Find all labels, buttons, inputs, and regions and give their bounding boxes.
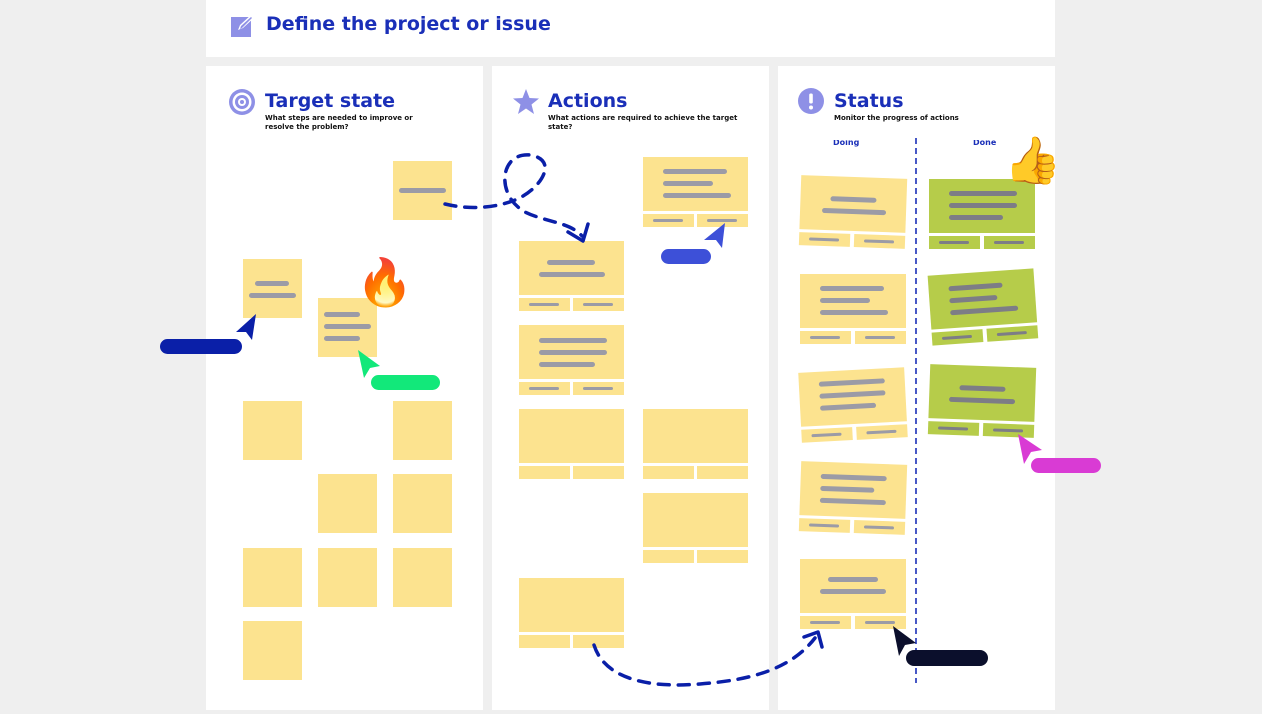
action-card[interactable] [643, 157, 748, 227]
doing-label: Doing [833, 138, 860, 147]
doing-card[interactable] [798, 367, 908, 443]
column-subtitle-actions: What actions are required to achieve the… [548, 114, 738, 131]
column-subtitle-status: Monitor the progress of actions [834, 114, 959, 122]
sticky-note[interactable] [318, 298, 377, 357]
action-card[interactable] [643, 493, 748, 563]
action-card[interactable] [519, 578, 624, 648]
action-card[interactable] [519, 241, 624, 311]
target-icon [228, 88, 256, 116]
sticky-note[interactable] [393, 474, 452, 533]
edit-icon [230, 12, 256, 38]
column-title-status: Status [834, 90, 904, 112]
doing-card[interactable] [800, 274, 906, 344]
thumbs-up-emoji: 👍 [1004, 133, 1062, 187]
star-icon [512, 88, 540, 116]
sticky-note[interactable] [243, 548, 302, 607]
sticky-note[interactable] [393, 548, 452, 607]
done-card[interactable] [927, 268, 1039, 347]
label-clip [800, 128, 1030, 140]
column-title-actions: Actions [548, 90, 628, 112]
done-card[interactable] [927, 364, 1037, 440]
status-divider [915, 138, 917, 683]
done-label: Done [973, 138, 997, 147]
doing-card[interactable] [798, 175, 908, 251]
cursor-magenta-tag [1031, 458, 1101, 473]
sticky-note[interactable] [393, 161, 452, 220]
exclamation-icon [798, 88, 824, 114]
cursor-green-tag [371, 375, 440, 390]
doing-card[interactable] [798, 461, 908, 535]
cursor-blue-tag [160, 339, 242, 354]
column-title-target-state: Target state [265, 90, 396, 112]
done-card[interactable] [929, 179, 1035, 249]
action-card[interactable] [519, 325, 624, 395]
sticky-note[interactable] [243, 401, 302, 460]
sticky-note[interactable] [318, 474, 377, 533]
cursor-royal-tag [661, 249, 711, 264]
column-subtitle-target-state: What steps are needed to improve or reso… [265, 114, 413, 131]
fire-emoji: 🔥 [356, 255, 414, 309]
sticky-note[interactable] [393, 401, 452, 460]
sticky-note[interactable] [318, 548, 377, 607]
sticky-note[interactable] [243, 259, 302, 318]
header-panel: Define the project or issue [206, 0, 1055, 57]
cursor-navy-tag [906, 650, 988, 666]
page-title: Define the project or issue [266, 13, 551, 35]
doing-card[interactable] [800, 559, 906, 629]
sticky-note[interactable] [243, 621, 302, 680]
action-card[interactable] [519, 409, 624, 479]
action-card[interactable] [643, 409, 748, 479]
